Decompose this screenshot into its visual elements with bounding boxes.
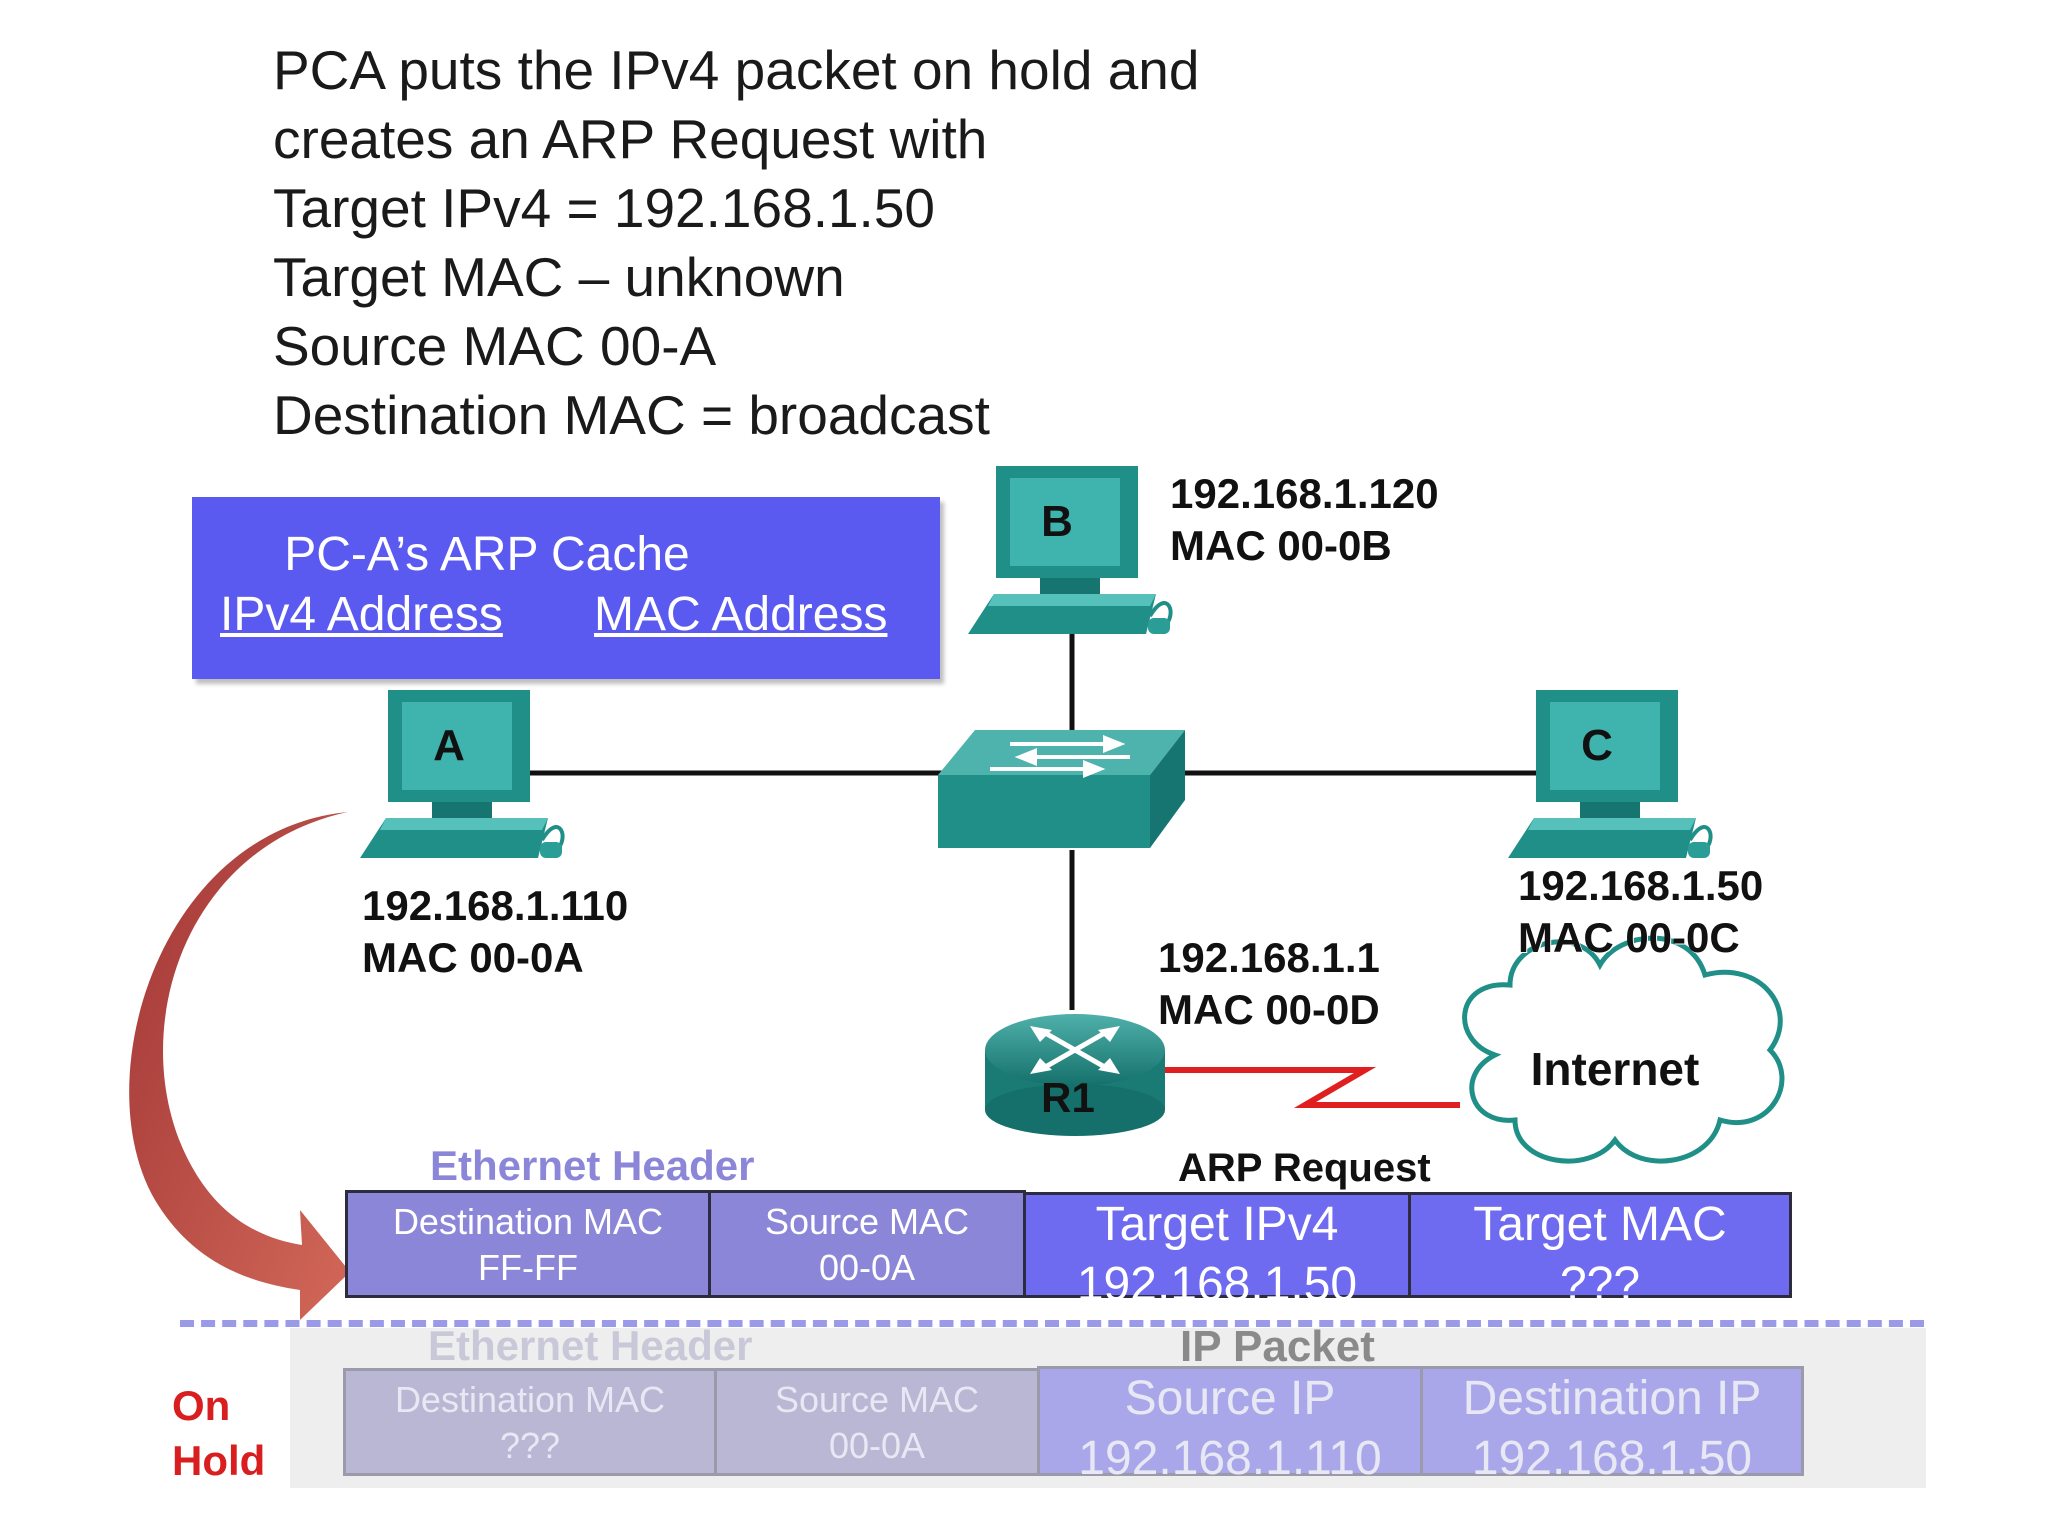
arp-target-mac-field: Target MAC ??? [1408,1192,1792,1311]
held-dest-ip-field: Destination IP 192.168.1.50 [1420,1366,1804,1485]
on-hold-line-2: Hold [172,1437,266,1484]
pc-c-ip: 192.168.1.50 [1518,862,1764,909]
hold-arrow [129,812,350,1320]
held-src-ip-value: 192.168.1.110 [1078,1432,1382,1485]
router-icon [985,1014,1165,1136]
held-src-ip-label: Source IP [1124,1372,1336,1425]
pc-b-letter: B [1041,497,1073,546]
pc-c-letter: C [1581,721,1613,770]
arp-target-ipv4-field: Target IPv4 192.168.1.50 [1023,1192,1411,1311]
held-dest-ip-value: 192.168.1.50 [1471,1432,1753,1485]
intro-line-4: Target MAC – unknown [273,246,845,308]
router-ip: 192.168.1.1 [1158,934,1380,981]
pc-b-ip: 192.168.1.120 [1170,470,1439,517]
arp-target-mac-value: ??? [1559,1258,1641,1311]
pc-a-mac: MAC 00-0A [362,934,584,981]
held-src-mac-field: Source MAC 00-0A [714,1368,1040,1476]
arp-target-mac-label: Target MAC [1473,1198,1727,1251]
held-src-mac-value: 00-0A [828,1425,926,1466]
arp-src-mac-value: 00-0A [818,1247,916,1288]
arp-ethernet-header-label: Ethernet Header [430,1142,755,1189]
held-dest-mac-field: Destination MAC ??? [343,1368,717,1476]
held-dest-mac-label: Destination MAC [394,1379,666,1420]
pc-c-icon [1508,690,1713,858]
arp-dest-mac-label: Destination MAC [392,1201,664,1242]
arp-cache-title: PC-A’s ARP Cache [284,528,690,581]
arp-target-ipv4-label: Target IPv4 [1095,1198,1339,1251]
held-dest-mac-value: ??? [499,1425,561,1466]
hold-separator [180,1320,1924,1327]
on-hold-label: On Hold [172,1378,265,1488]
pc-a-letter: A [433,721,465,770]
pc-b-icon [968,466,1173,634]
switch-icon [938,730,1185,848]
pc-c-mac: MAC 00-0C [1518,914,1740,961]
pc-a-icon [360,690,565,858]
pc-a-ip: 192.168.1.110 [362,882,629,929]
arp-request-label: ARP Request [1178,1146,1431,1190]
serial-link [1160,1067,1460,1108]
pc-b-mac: MAC 00-0B [1170,522,1392,569]
intro-line-3: Target IPv4 = 192.168.1.50 [273,177,936,239]
router-mac: MAC 00-0D [1158,986,1380,1033]
intro-line-1: PCA puts the IPv4 packet on hold and [273,39,1200,101]
on-hold-line-1: On [172,1382,231,1429]
intro-text: PCA puts the IPv4 packet on hold and cre… [273,36,1773,450]
intro-line-2: creates an ARP Request with [273,108,988,170]
arp-cache-ipv4-header: IPv4 Address [220,588,503,641]
cloud-label: Internet [1531,1043,1700,1095]
router-name: R1 [1041,1074,1095,1121]
internet-cloud-icon [1462,935,1785,1164]
held-ip-packet-label: IP Packet [1180,1322,1375,1371]
held-src-mac-label: Source MAC [774,1379,980,1420]
arp-dest-mac-field: Destination MAC FF-FF [345,1190,711,1298]
arp-src-mac-label: Source MAC [764,1201,970,1242]
held-ethernet-header-label: Ethernet Header [428,1322,753,1369]
arp-cache-table: PC-A’s ARP Cache IPv4 Address MAC Addres… [192,497,940,679]
arp-cache-mac-header: MAC Address [594,588,888,641]
arp-dest-mac-value: FF-FF [478,1247,578,1288]
intro-line-6: Destination MAC = broadcast [273,384,990,446]
arp-target-ipv4-value: 192.168.1.50 [1076,1258,1358,1311]
held-src-ip-field: Source IP 192.168.1.110 [1037,1366,1423,1485]
arp-src-mac-field: Source MAC 00-0A [708,1190,1026,1298]
intro-line-5: Source MAC 00-A [273,315,717,377]
held-dest-ip-label: Destination IP [1462,1372,1762,1425]
